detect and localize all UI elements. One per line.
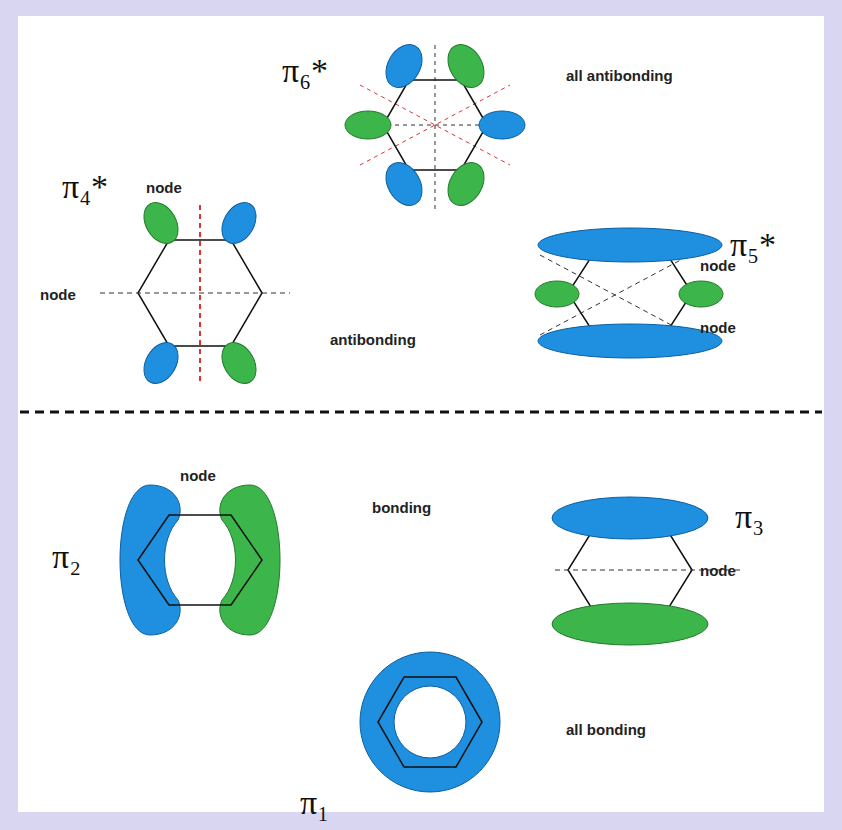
description: bonding: [372, 500, 431, 515]
node-label: node: [700, 258, 736, 273]
node-label: node: [700, 320, 736, 335]
node-label: node: [40, 287, 76, 302]
orbital-label: π₆*: [282, 54, 328, 88]
description: all antibonding: [566, 68, 673, 83]
description: all bonding: [566, 722, 646, 737]
node-label: node: [180, 468, 216, 483]
orbital-label: π₁: [300, 786, 329, 820]
node-label: node: [146, 180, 182, 195]
node-label: node: [700, 563, 736, 578]
description: antibonding: [330, 332, 416, 347]
orbital-label: π₃: [735, 500, 764, 534]
orbital-label: π₂: [52, 540, 81, 574]
orbital-label: π₄*: [62, 170, 108, 204]
orbital-label: π₅*: [730, 228, 776, 262]
